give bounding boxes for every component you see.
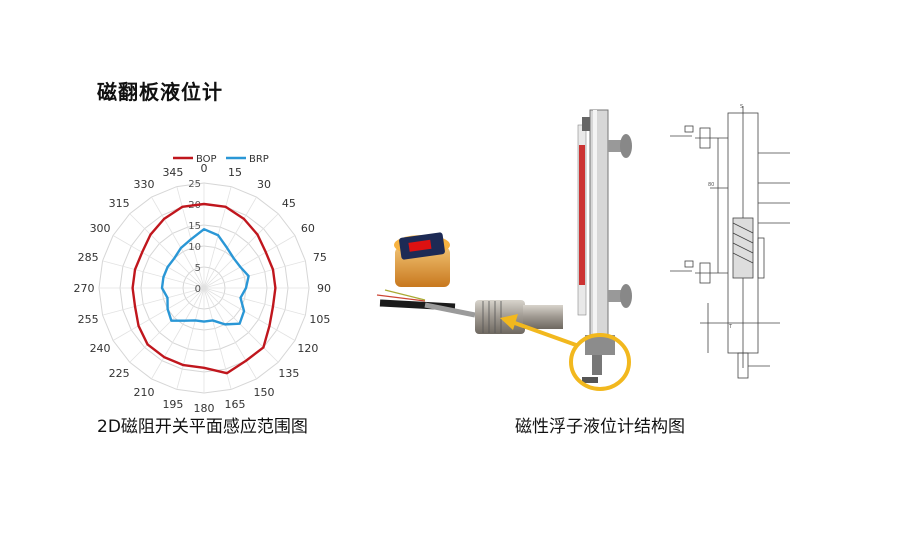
angle-tick-label: 90	[317, 282, 331, 295]
angle-tick-label: 15	[228, 166, 242, 179]
angle-tick-label: 105	[309, 313, 330, 326]
caption-right: 磁性浮子液位计结构图	[515, 417, 685, 437]
radial-tick-label: 25	[188, 179, 201, 190]
radial-tick-label: 10	[188, 242, 201, 253]
angle-tick-label: 60	[301, 222, 315, 235]
angle-tick-label: 0	[201, 162, 208, 175]
angle-tick-label: 120	[297, 342, 318, 355]
legend-label: BRP	[249, 154, 269, 165]
sensor-device-image	[376, 232, 563, 334]
angle-tick-label: 255	[78, 313, 99, 326]
chart-legend: BOP BRP	[173, 154, 269, 165]
grid-spoke	[176, 186, 205, 289]
radial-tick-label: 15	[188, 221, 201, 232]
grid-spoke	[203, 287, 296, 341]
angle-tick-label: 75	[313, 251, 327, 264]
grid-spoke	[112, 235, 205, 289]
structure-drawing: 80 T S	[670, 104, 790, 379]
grid-spoke	[203, 260, 306, 289]
angle-tick-label: 240	[90, 342, 111, 355]
angle-tick-label: 315	[109, 197, 130, 210]
dimension-t: T	[728, 324, 733, 330]
angle-tick-label: 225	[109, 367, 130, 380]
grid-spoke	[203, 287, 306, 316]
angle-tick-label: 270	[74, 282, 95, 295]
angle-tick-label: 180	[194, 402, 215, 415]
angle-tick-label: 210	[134, 386, 155, 399]
grid-spoke	[203, 186, 232, 289]
angle-tick-label: 45	[282, 197, 296, 210]
radial-tick-label: 5	[195, 263, 201, 274]
grid-spoke	[151, 287, 205, 380]
grid-spoke	[176, 287, 205, 390]
grid-spoke	[151, 196, 205, 289]
grid-spoke	[129, 213, 205, 289]
label-s: S	[740, 104, 743, 110]
angle-tick-label: 165	[225, 398, 246, 411]
angle-tick-label: 330	[134, 178, 155, 191]
angle-tick-label: 150	[254, 386, 275, 399]
angle-tick-label: 285	[78, 251, 99, 264]
angle-tick-label: 195	[162, 398, 183, 411]
level-gauge-image	[577, 109, 632, 383]
radial-tick-label: 0	[195, 284, 201, 295]
dimension-80: 80	[708, 182, 714, 188]
grid-spoke	[203, 235, 296, 289]
page-title: 磁翻板液位计	[97, 80, 223, 104]
angle-tick-label: 300	[90, 222, 111, 235]
angle-tick-label: 345	[162, 166, 183, 179]
grid-spoke	[129, 287, 205, 363]
legend-label: BOP	[196, 154, 217, 165]
angle-tick-label: 135	[278, 367, 299, 380]
grid-spoke	[102, 287, 205, 316]
grid-spoke	[203, 213, 279, 289]
grid-spoke	[203, 287, 257, 380]
caption-left: 2D磁阻开关平面感应范围图	[97, 417, 308, 437]
grid-spoke	[203, 196, 257, 289]
grid-spoke	[203, 287, 279, 363]
grid-spoke	[112, 287, 205, 341]
series-bop-line	[131, 202, 277, 375]
grid-spoke	[102, 260, 205, 289]
series-brp-line	[160, 227, 250, 326]
angle-tick-label: 30	[257, 178, 271, 191]
